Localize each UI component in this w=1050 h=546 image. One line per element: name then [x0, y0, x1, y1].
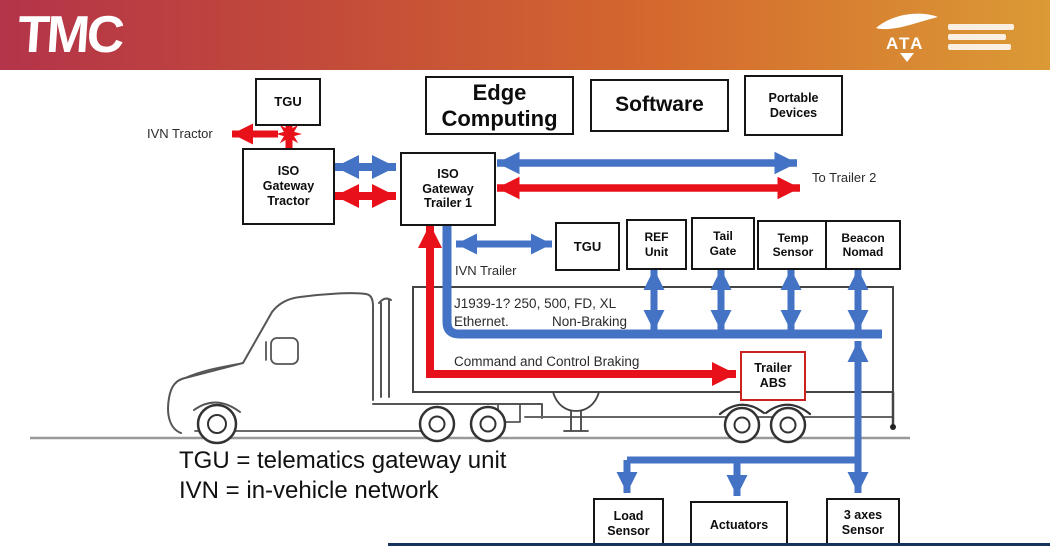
legend-tgu: TGU = telematics gateway unit	[179, 447, 507, 474]
box-tgu-trailer: TGU	[555, 222, 620, 271]
box-software: Software	[590, 79, 729, 132]
label-ivn-tractor: IVN Tractor	[147, 126, 213, 141]
box-tail-gate: Tail Gate	[691, 217, 755, 270]
red-braking-arrows	[232, 121, 800, 386]
box-3axes-sensor: 3 axes Sensor	[826, 498, 900, 546]
label-non-braking: Non-Braking	[552, 314, 628, 329]
box-load-sensor: Load Sensor	[593, 498, 664, 546]
box-edge-computing: Edge Computing	[425, 76, 574, 135]
box-tgu-tractor: TGU	[255, 78, 321, 126]
box-label: Portable Devices	[768, 90, 819, 120]
label-ivn-trailer: IVN Trailer	[455, 263, 517, 278]
ata-logo: ATA	[876, 13, 1014, 62]
wheels	[196, 403, 807, 445]
label-to-trailer2: To Trailer 2	[812, 170, 877, 185]
box-beacon-nomad: Beacon Nomad	[825, 220, 901, 270]
box-label: ISO Gateway Tractor	[262, 164, 315, 208]
box-label: Tail Gate	[709, 229, 737, 258]
header-banner	[0, 0, 1050, 70]
box-label: Actuators	[709, 518, 769, 533]
box-label: TGU	[573, 238, 602, 254]
label-j1939: J1939-1? 250, 500, FD, XL	[454, 296, 617, 311]
tmc-logo-text: TMC	[18, 6, 126, 64]
box-ref-unit: REF Unit	[626, 219, 687, 270]
tmc-logo: TMC	[18, 6, 126, 64]
box-trailer-abs: Trailer ABS	[740, 351, 806, 401]
bottom-edge-strip	[388, 543, 1050, 546]
box-label: Temp Sensor	[772, 230, 814, 259]
box-label: Load Sensor	[607, 509, 650, 538]
label-ethernet: Ethernet.	[454, 314, 509, 329]
ata-shield-icon	[900, 53, 914, 62]
red-arrow-command-braking	[418, 224, 736, 386]
box-iso-gateway-trailer1: ISO Gateway Trailer 1	[400, 152, 496, 226]
box-actuators: Actuators	[690, 501, 788, 546]
ata-logo-text: ATA	[886, 34, 924, 53]
junction-star-icon	[276, 121, 302, 147]
ata-eagle-icon	[876, 13, 938, 30]
box-label: Edge Computing	[441, 79, 558, 131]
box-label: Trailer ABS	[754, 361, 792, 390]
box-temp-sensor: Temp Sensor	[757, 220, 829, 270]
box-label: ISO Gateway Trailer 1	[422, 166, 474, 211]
box-label: REF Unit	[644, 230, 669, 259]
label-command-braking: Command and Control Braking	[454, 354, 640, 369]
legend-ivn: IVN = in-vehicle network	[179, 477, 439, 504]
box-label: Software	[615, 93, 704, 117]
ata-text-lines	[948, 24, 1014, 50]
box-label: Beacon Nomad	[841, 230, 885, 259]
box-label: TGU	[274, 94, 302, 110]
box-iso-gateway-tractor: ISO Gateway Tractor	[242, 148, 335, 225]
box-portable-devices: Portable Devices	[744, 75, 843, 136]
box-label: 3 axes Sensor	[841, 507, 885, 537]
